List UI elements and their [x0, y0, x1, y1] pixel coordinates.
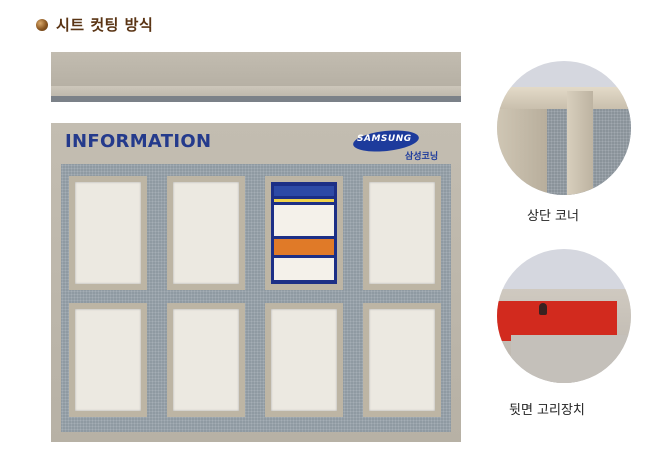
- cutting-profile-strip: [51, 52, 461, 102]
- poster-frame: [363, 303, 441, 417]
- frame-blank: [75, 309, 141, 411]
- poster-frame: [265, 176, 343, 290]
- back-red-panel: [497, 301, 617, 341]
- section-heading: 시트 컷팅 방식: [36, 14, 153, 35]
- poster-footer: [274, 258, 334, 280]
- bullet-dot-icon: [36, 18, 48, 31]
- section-title: 시트 컷팅 방식: [56, 16, 154, 34]
- corner-frame-top: [497, 87, 631, 109]
- information-board: INFORMATION SAMSUNG 삼성코닝: [51, 123, 461, 442]
- frame-blank: [369, 309, 435, 411]
- poster-line: [274, 199, 334, 202]
- back-grey-panel: [511, 335, 631, 383]
- frame-blank: [173, 309, 239, 411]
- poster-body: [274, 205, 334, 236]
- poster-frame: [167, 303, 245, 417]
- back-hanger-thumbnail: [497, 249, 631, 383]
- poster-frame: [363, 176, 441, 290]
- poster-image: [271, 182, 337, 284]
- poster-frame: [265, 303, 343, 417]
- poster-frame: [167, 176, 245, 290]
- top-corner-caption: 상단 코너: [527, 209, 579, 224]
- corner-frame-side: [567, 91, 593, 195]
- frame-blank: [75, 182, 141, 284]
- logo-wordmark: SAMSUNG: [357, 134, 412, 144]
- frame-blank: [173, 182, 239, 284]
- poster-frame: [69, 303, 147, 417]
- cork-panel: [61, 164, 451, 432]
- poster-header: [274, 186, 334, 196]
- logo-subtitle: 삼성코닝: [405, 152, 439, 162]
- frame-blank: [369, 182, 435, 284]
- back-hanger-caption: 뒷면 고리장치: [509, 403, 585, 418]
- samsung-logo: SAMSUNG 삼성코닝: [351, 127, 441, 162]
- poster-frame: [69, 176, 147, 290]
- poster-orange-band: [274, 239, 334, 255]
- frame-blank: [271, 309, 337, 411]
- board-title: INFORMATION: [65, 131, 212, 152]
- top-corner-thumbnail: [497, 61, 631, 195]
- hanger-hook-icon: [539, 303, 547, 315]
